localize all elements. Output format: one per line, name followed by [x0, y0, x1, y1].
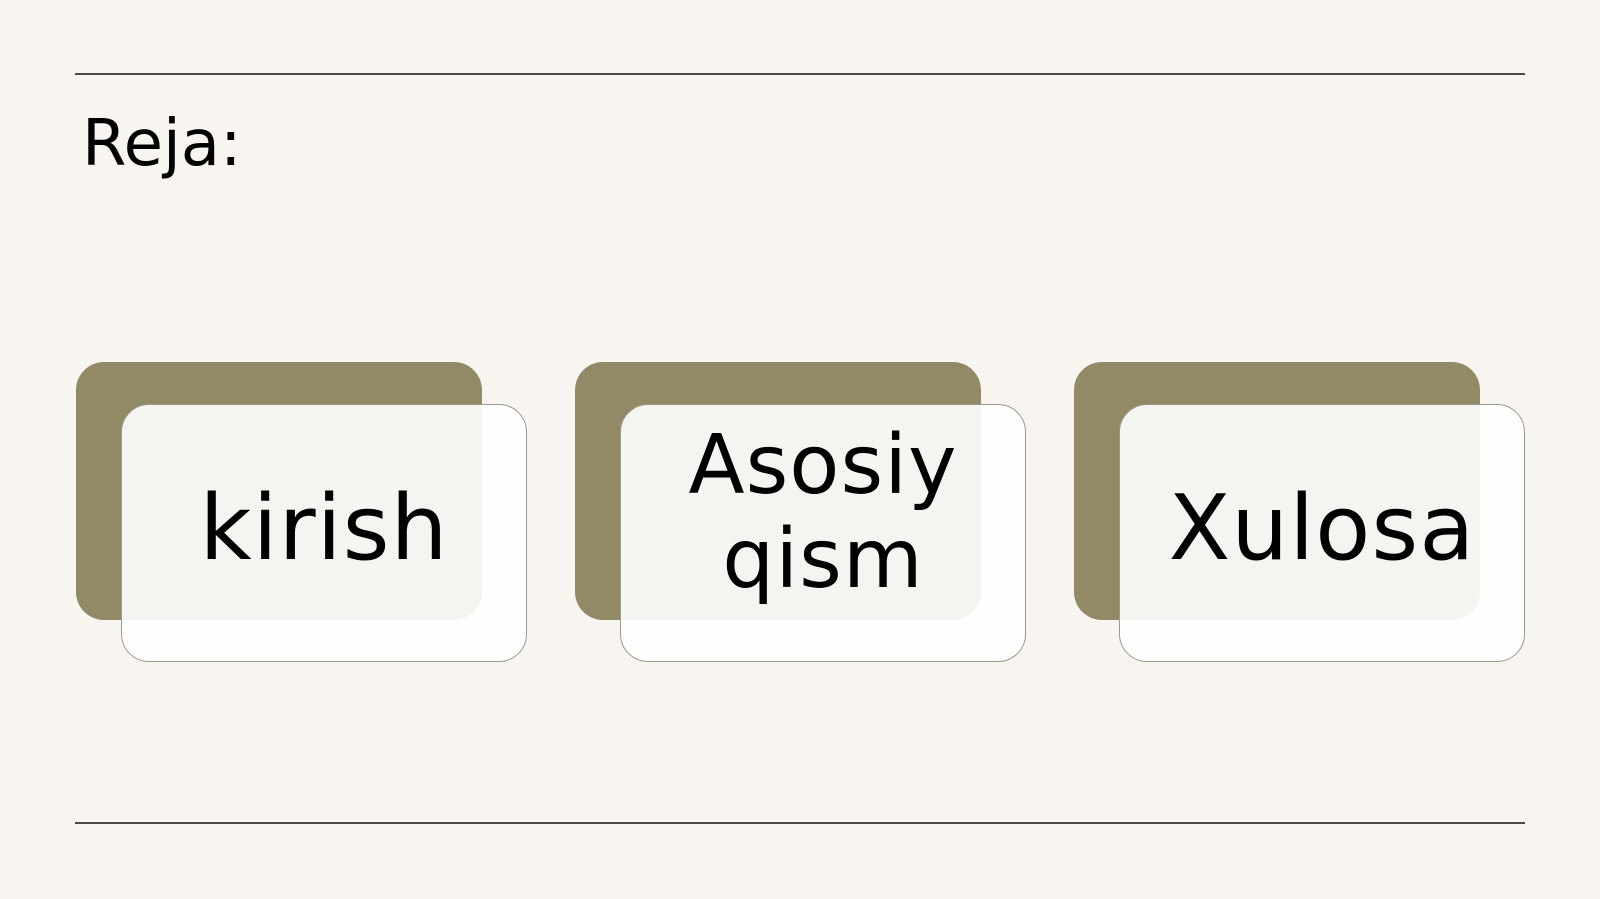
card-face: kirish: [121, 404, 527, 662]
card-face: Asosiy qism: [620, 404, 1026, 662]
card-label: Xulosa: [1168, 476, 1476, 581]
bottom-divider: [75, 822, 1525, 824]
plan-card-kirish: kirish: [76, 362, 536, 664]
slide-title: Reja:: [82, 107, 242, 181]
plan-card-xulosa: Xulosa: [1074, 362, 1534, 664]
top-divider: [75, 73, 1525, 75]
card-label: Asosiy qism: [688, 418, 958, 607]
card-face: Xulosa: [1119, 404, 1525, 662]
plan-card-asosiy-qism: Asosiy qism: [575, 362, 1035, 664]
card-label: kirish: [199, 476, 449, 581]
